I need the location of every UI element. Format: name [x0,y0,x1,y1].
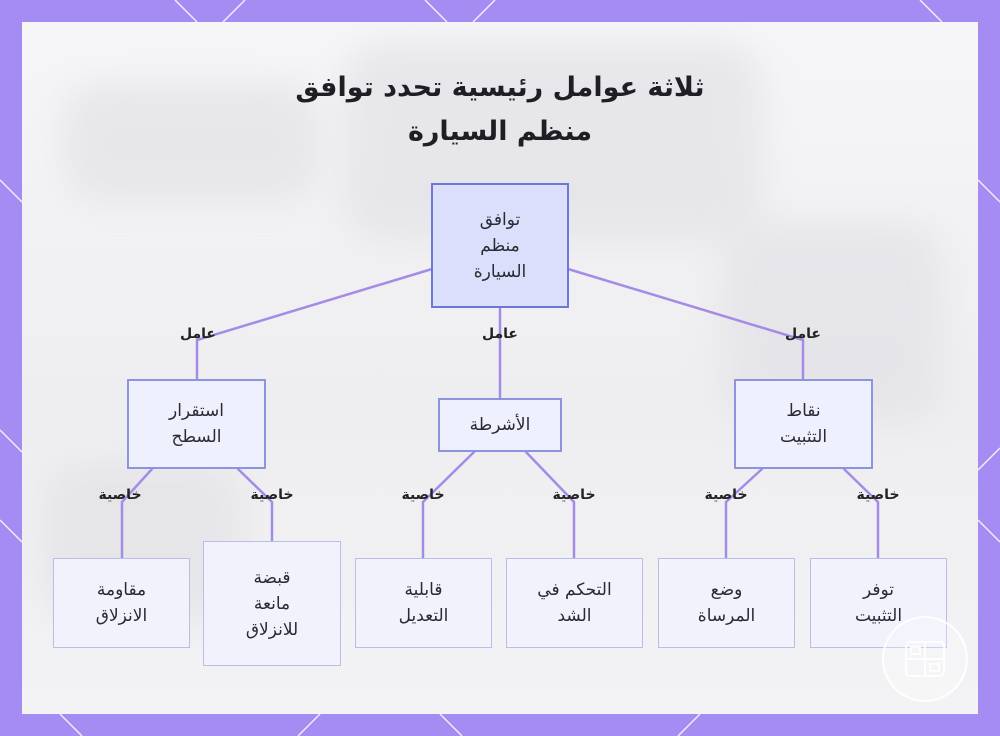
node-anti-slip-grip: قبضة مانعة للانزلاق [203,541,341,666]
node-grip-line: مانعة [246,591,298,617]
edge-root-surface [197,269,432,379]
node-tension-line: التحكم في [537,577,611,603]
edge-root-points [568,269,803,379]
edge-label-property: خاصية [856,487,899,503]
edge-points-availability [844,469,878,558]
brand-logo-mark [884,618,966,700]
node-anchor-position: وضع المرساة [658,558,795,648]
node-grip-line: قبضة [246,565,298,591]
edge-straps-adjust [423,452,474,558]
node-root-line: السيارة [474,259,527,285]
edge-label-property: خاصية [552,487,595,503]
node-availability-line: توفر [855,577,902,603]
node-tension-control: التحكم في الشد [506,558,643,648]
node-slip-line: مقاومة [96,577,147,603]
node-points-line: نقاط [780,398,827,424]
node-adjustability: قابلية التعديل [355,558,492,648]
node-points-line: التثبيت [780,424,827,450]
node-slip-line: الانزلاق [96,603,147,629]
edge-label-property: خاصية [704,487,747,503]
edge-points-headrest [726,469,762,558]
node-root-line: منظم [474,233,527,259]
node-root: توافق منظم السيارة [431,183,569,308]
node-surface-stability: استقرار السطح [127,379,266,469]
node-headrest-line: وضع [698,577,755,603]
brand-logo-icon [882,616,968,702]
node-anchor-points: نقاط التثبيت [734,379,873,469]
edge-label-property: خاصية [250,487,293,503]
node-tension-line: الشد [537,603,611,629]
node-straps-line: الأشرطة [470,412,531,438]
edge-label-factor: عامل [482,326,518,342]
node-adjust-line: التعديل [399,603,449,629]
node-straps: الأشرطة [438,398,562,452]
node-grip-line: للانزلاق [246,617,298,643]
edge-label-factor: عامل [785,326,821,342]
node-surface-line: السطح [169,424,224,450]
node-slip-resistance: مقاومة الانزلاق [53,558,190,648]
edge-label-property: خاصية [401,487,444,503]
edge-surface-grip [238,469,272,541]
diagram-card: ثلاثة عوامل رئيسية تحدد توافق منظم السيا… [22,22,978,714]
node-adjust-line: قابلية [399,577,449,603]
edge-label-property: خاصية [98,487,141,503]
node-headrest-line: المرساة [698,603,755,629]
edge-surface-slip [122,469,152,558]
node-root-line: توافق [474,207,527,233]
edge-straps-tension [526,452,574,558]
edge-label-factor: عامل [180,326,216,342]
node-surface-line: استقرار [169,398,224,424]
